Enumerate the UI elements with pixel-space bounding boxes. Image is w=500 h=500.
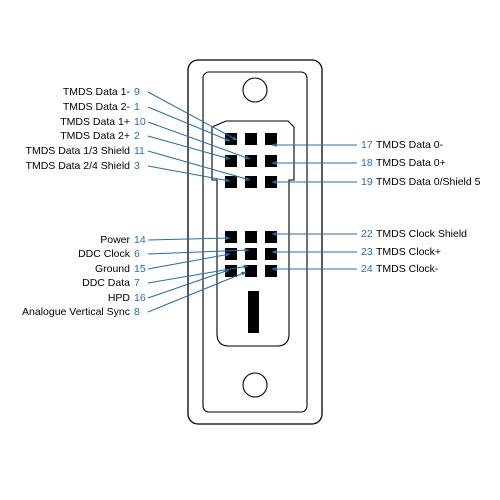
right-pin-number: 23 [361,246,373,258]
right-pin-label: TMDS Clock+ [376,246,441,258]
left-pin-number: 14 [134,234,146,246]
right-pin-number: 17 [361,139,373,151]
pin-r4-c3 [265,231,277,243]
connector-outer-shell [187,59,323,425]
left-leader-line [147,106,231,142]
left-pin-label: Power [100,234,130,246]
left-pin-label: TMDS Data 2+ [60,130,130,142]
left-pin-label: TMDS Data 2/4 Shield [26,160,131,172]
left-pin-label: DDC Clock [78,248,131,260]
pin-r3-c1 [225,176,237,188]
pin-r3-c3 [265,176,277,188]
pin-r1-c3 [265,133,277,145]
left-leader-line [147,165,231,183]
pin-r5-c1 [225,248,237,260]
left-pin-number: 7 [134,277,140,289]
left-pin-label: TMDS Data 1- [63,86,131,98]
left-leader-line [147,248,250,255]
left-leader-line [147,150,251,181]
pin-r4-c1 [225,231,237,243]
left-leader-line [147,252,231,270]
left-leader-line [147,135,231,160]
left-pin-number: 6 [134,248,140,260]
left-leader-line [147,271,247,313]
pin-r1-c2 [245,133,257,145]
bottom-mounting-hole [242,372,268,398]
top-mounting-hole [242,77,268,103]
right-pin-label: TMDS Clock- [376,263,439,275]
right-pin-number: 22 [361,228,373,240]
left-leader-line [147,264,249,284]
left-pin-number: 15 [134,263,146,275]
pin-r6-c2 [245,265,257,277]
left-pin-number: 16 [134,292,146,304]
pin-r2-c2 [245,155,257,167]
connector-inner-frame [202,71,308,413]
left-pin-label: TMDS Data 2- [63,101,131,113]
right-pin-label: TMDS Data 0- [376,139,444,151]
left-pin-label: Ground [95,263,130,275]
pin-r2-c3 [265,155,277,167]
left-pin-label: Analogue Vertical Sync [22,306,130,318]
right-pin-number: 19 [361,176,373,188]
right-pin-number: 24 [361,263,373,275]
right-pin-label: TMDS Data 0+ [376,157,446,169]
left-pin-label: DDC Data [82,277,130,289]
left-leader-line [147,121,251,160]
left-pin-number: 1 [134,101,140,113]
pin-r2-c1 [225,155,237,167]
pin-r6-c3 [265,265,277,277]
left-leader-line [147,236,231,241]
left-pin-number: 2 [134,130,140,142]
pin-r5-c3 [265,248,277,260]
left-pin-number: 11 [134,145,145,157]
flat-blade-pin [248,291,259,333]
left-leader-line [147,269,230,299]
pin-r3-c2 [245,176,257,188]
left-pin-label: TMDS Data 1+ [60,116,130,128]
right-pin-number: 18 [361,157,373,169]
left-pin-number: 9 [134,86,140,98]
pin-r1-c1 [225,133,237,145]
left-pin-label: TMDS Data 1/3 Shield [26,145,131,157]
right-pin-label: TMDS Clock Shield [376,228,467,240]
right-pin-label: TMDS Data 0/Shield 5 [376,176,481,188]
left-pin-number: 10 [134,116,146,128]
left-leader-line [147,91,238,141]
left-pin-number: 8 [134,306,140,318]
left-pin-label: HPD [108,292,131,304]
pin-r4-c2 [245,231,257,243]
left-pin-number: 3 [134,160,140,172]
